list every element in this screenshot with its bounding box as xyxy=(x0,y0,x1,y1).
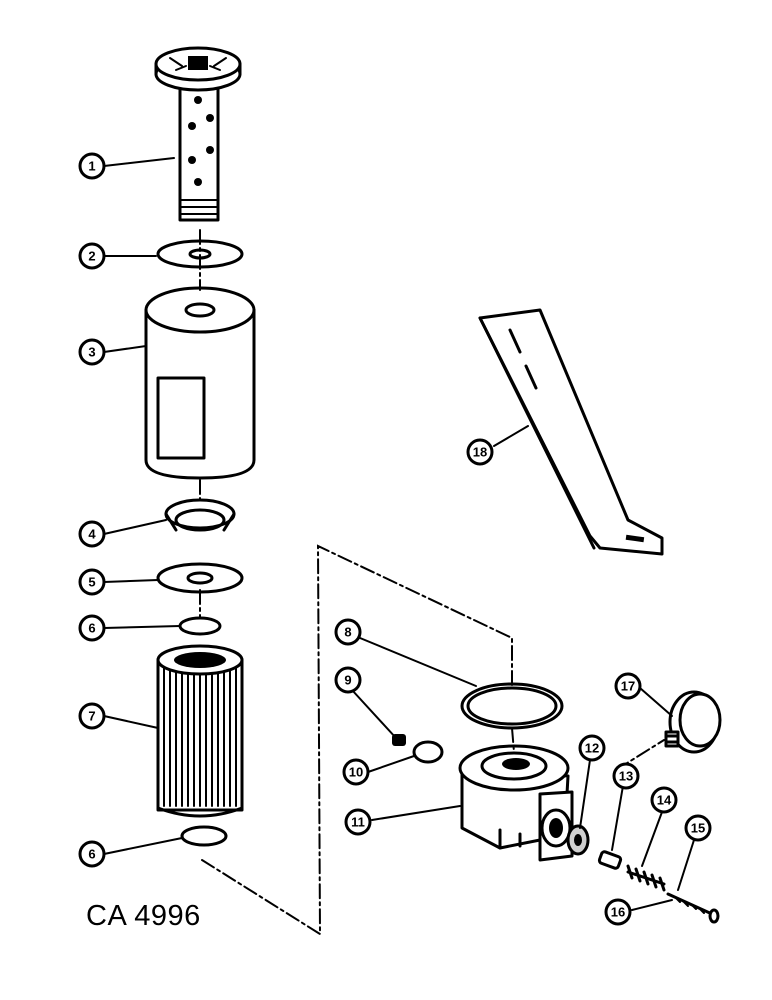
callout-9: 9 xyxy=(334,666,362,694)
callout-16: 16 xyxy=(604,898,632,926)
part-6-o-ring-upper xyxy=(178,616,222,636)
callout-2-label: 2 xyxy=(88,249,95,264)
callout-10: 10 xyxy=(342,758,370,786)
callout-7: 7 xyxy=(78,702,106,730)
callout-2: 2 xyxy=(78,242,106,270)
callout-10-label: 10 xyxy=(349,765,363,780)
callout-14-label: 14 xyxy=(657,793,672,808)
part-3-canister xyxy=(144,286,256,480)
callout-5-label: 5 xyxy=(88,575,95,590)
part-7-filter-element xyxy=(156,644,244,818)
callout-6-upper-label: 6 xyxy=(88,621,95,636)
part-4-seal-ring xyxy=(164,498,236,532)
callout-5: 5 xyxy=(78,568,106,596)
callout-3-label: 3 xyxy=(88,345,95,360)
callout-8-label: 8 xyxy=(344,625,351,640)
callout-17-label: 17 xyxy=(621,679,635,694)
callout-13-label: 13 xyxy=(619,769,633,784)
callout-4-label: 4 xyxy=(88,527,96,542)
callout-1: 1 xyxy=(78,152,106,180)
callout-15: 15 xyxy=(684,814,712,842)
callout-6-lower-label: 6 xyxy=(88,847,95,862)
callout-14: 14 xyxy=(650,786,678,814)
callout-8: 8 xyxy=(334,618,362,646)
callouts: 1 2 3 4 5 6 7 6 8 9 10 11 12 13 14 15 16… xyxy=(78,152,712,926)
part-11-filter-head xyxy=(458,744,574,862)
callout-6-lower: 6 xyxy=(78,840,106,868)
part-14-spring xyxy=(626,864,666,892)
part-10-disc xyxy=(412,740,444,764)
callout-11: 11 xyxy=(344,808,372,836)
callout-12-label: 12 xyxy=(585,741,599,756)
callout-4: 4 xyxy=(78,520,106,548)
callout-13: 13 xyxy=(612,762,640,790)
callout-18: 18 xyxy=(466,438,494,466)
figure-code: CA 4996 xyxy=(86,900,201,932)
part-5-washer xyxy=(156,562,244,594)
callout-3: 3 xyxy=(78,338,106,366)
callout-12: 12 xyxy=(578,734,606,762)
callout-6-upper: 6 xyxy=(78,614,106,642)
part-16-pin xyxy=(666,892,720,924)
callout-17: 17 xyxy=(614,672,642,700)
callout-15-label: 15 xyxy=(691,821,705,836)
part-17-gauge xyxy=(664,690,722,754)
callout-1-label: 1 xyxy=(88,159,95,174)
part-8-large-o-ring xyxy=(460,682,564,730)
callout-16-label: 16 xyxy=(611,905,625,920)
callout-7-label: 7 xyxy=(88,709,95,724)
callout-11-label: 11 xyxy=(351,815,365,830)
part-6-o-ring-lower xyxy=(180,825,228,847)
part-18-bracket xyxy=(478,308,664,556)
callout-18-label: 18 xyxy=(473,445,487,460)
callout-9-label: 9 xyxy=(344,673,351,688)
part-1-center-tube xyxy=(154,46,242,222)
part-12-valve-seat xyxy=(566,824,590,856)
leader-lines xyxy=(103,157,695,911)
part-13-piston xyxy=(597,850,623,870)
assembly-lines xyxy=(199,229,665,936)
